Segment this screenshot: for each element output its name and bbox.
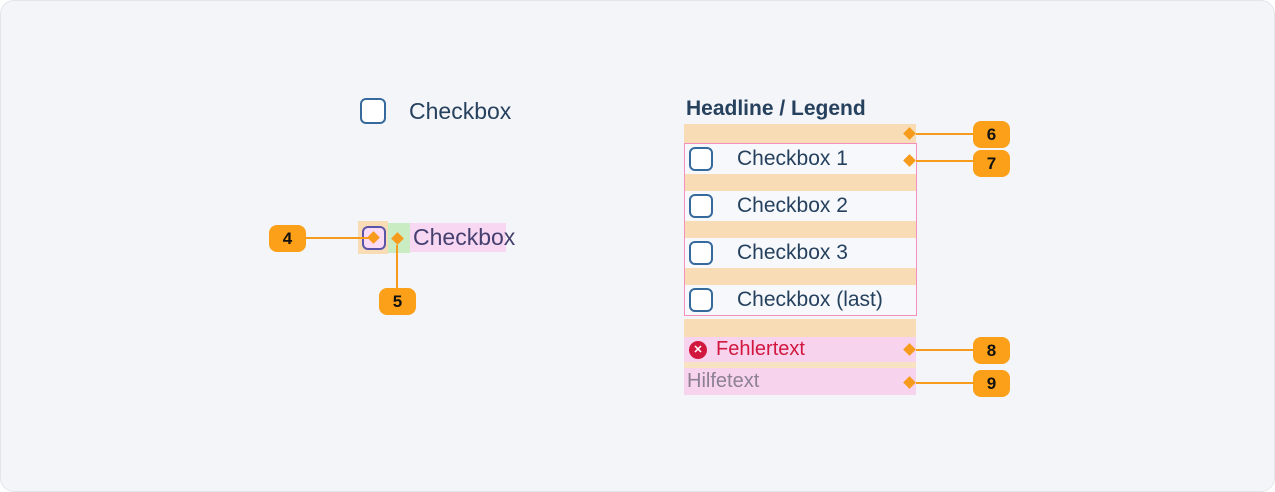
marker-line-6 — [916, 133, 973, 135]
marker-badge-9: 9 — [973, 370, 1010, 397]
row-spacing-highlight — [685, 221, 916, 238]
checkbox-anatomy-label[interactable]: Checkbox — [413, 224, 516, 250]
checkbox-group-outline: Checkbox 1 Checkbox 2 Checkbox 3 Checkbo… — [684, 143, 917, 316]
checkbox-label[interactable]: Checkbox (last) — [737, 288, 883, 311]
headline-spacing-highlight — [684, 124, 916, 143]
checkbox-label[interactable]: Checkbox 2 — [737, 194, 848, 217]
marker-line-8 — [916, 349, 973, 351]
checkbox-row[interactable]: Checkbox 2 — [685, 191, 916, 221]
checkbox-label[interactable]: Checkbox 1 — [737, 147, 848, 170]
marker-line-9 — [916, 382, 973, 384]
checkbox-label[interactable]: Checkbox — [409, 97, 512, 124]
checkbox-row[interactable]: Checkbox 1 — [685, 144, 916, 174]
marker-badge-8: 8 — [973, 337, 1010, 364]
help-text: Hilfetext — [687, 370, 760, 392]
marker-badge-5: 5 — [379, 288, 416, 315]
marker-badge-4: 4 — [269, 225, 306, 252]
legend-headline: Headline / Legend — [686, 97, 866, 120]
marker-badge-7: 7 — [973, 150, 1010, 177]
checkbox-label[interactable]: Checkbox 3 — [737, 241, 848, 264]
marker-line-5 — [396, 245, 398, 288]
error-text-row: ✕ Fehlertext — [684, 337, 916, 362]
marker-line-7 — [916, 160, 973, 162]
group-bottom-spacing-highlight — [684, 319, 916, 337]
error-icon: ✕ — [689, 340, 707, 359]
row-spacing-highlight — [685, 174, 916, 191]
checkbox-row[interactable]: Checkbox (last) — [685, 285, 916, 315]
marker-badge-6: 6 — [973, 121, 1010, 148]
checkbox[interactable] — [360, 98, 386, 124]
marker-line-4 — [305, 237, 369, 239]
checkbox[interactable] — [689, 241, 713, 265]
label-highlight — [410, 223, 506, 252]
checkbox[interactable] — [689, 194, 713, 218]
checkbox-row[interactable]: Checkbox 3 — [685, 238, 916, 268]
help-text-row: Hilfetext — [684, 368, 916, 395]
checkbox[interactable] — [689, 147, 713, 171]
error-text: Fehlertext — [716, 338, 805, 360]
checkbox[interactable] — [689, 288, 713, 312]
error-help-spacing-highlight — [684, 362, 916, 368]
row-spacing-highlight — [685, 268, 916, 285]
